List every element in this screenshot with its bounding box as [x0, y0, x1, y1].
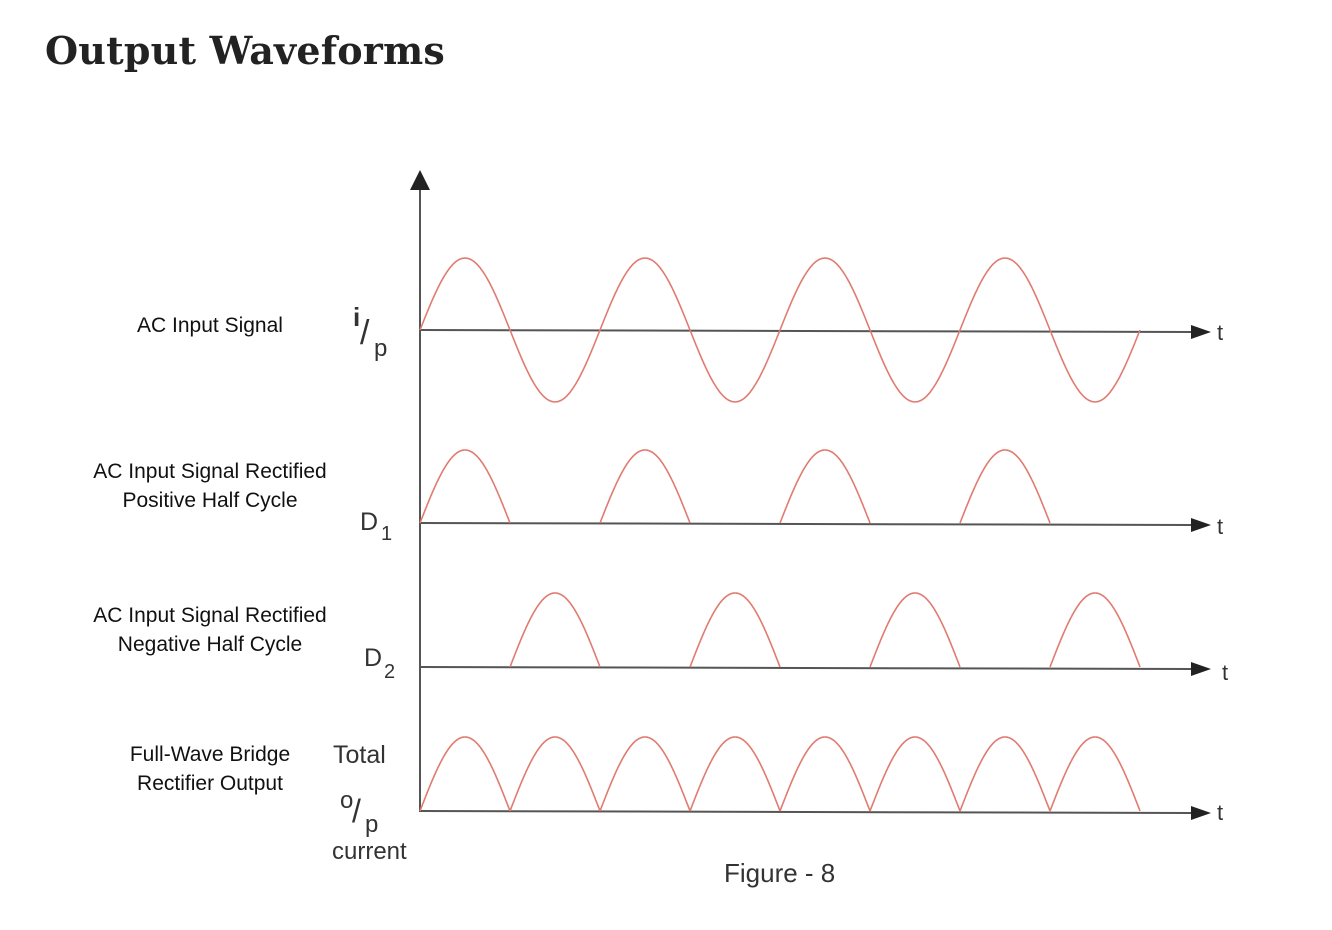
vertical-axis-arrow-icon [410, 170, 430, 190]
full-wave-hump [689, 736, 781, 812]
d2-half-cycle [1049, 592, 1141, 668]
d1-half-cycle [419, 449, 511, 524]
t-label-full-wave: t [1217, 800, 1223, 825]
full-wave-hump [959, 736, 1051, 812]
ac-input-waveform [419, 257, 1141, 403]
d2-half-cycle [689, 592, 781, 668]
t-label-negative-half: t [1222, 660, 1228, 685]
row-label-full-wave: Full-Wave Bridge Rectifier Output [80, 740, 340, 798]
d1-half-cycle [779, 449, 871, 524]
time-axis-full-wave [419, 810, 1193, 814]
ip-bottom: p [374, 335, 387, 362]
row-label-line: Positive Half Cycle [122, 489, 298, 512]
time-axis-arrow-icon [1191, 662, 1211, 676]
d1-subscript: 1 [381, 523, 392, 545]
time-axis-arrow-icon [1191, 806, 1211, 820]
row-label-line: AC Input Signal Rectified [93, 604, 327, 627]
d1-letter: D [360, 508, 378, 536]
waveforms [419, 257, 1141, 812]
d2-letter: D [364, 644, 382, 672]
time-axis-positive-half [419, 522, 1193, 526]
d1-half-cycle [599, 449, 691, 524]
row-label-line: AC Input Signal [137, 314, 283, 337]
row-label-negative-half: AC Input Signal Rectified Negative Half … [60, 601, 360, 659]
total-word: Total [333, 741, 386, 769]
d2-subscript: 2 [384, 661, 395, 683]
d2-half-cycle [509, 592, 601, 668]
current-word: current [332, 838, 407, 865]
axis-label-ip: i / p [353, 302, 387, 362]
figure-caption: Figure - 8 [724, 858, 835, 888]
time-axis-ac-input [419, 329, 1193, 333]
full-wave-hump [1049, 736, 1141, 812]
row-label-positive-half: AC Input Signal Rectified Positive Half … [60, 457, 360, 515]
row-label-line: Rectifier Output [137, 772, 283, 795]
row-label-line: Full-Wave Bridge [129, 743, 291, 766]
op-top: o [340, 787, 353, 814]
full-wave-hump [779, 736, 871, 812]
ip-top: i [353, 302, 360, 332]
full-wave-hump [869, 736, 961, 812]
axis-label-total-op-current: Total o / p current [332, 741, 407, 865]
row-label-ac-input: AC Input Signal [80, 311, 340, 340]
row-label-line: Negative Half Cycle [117, 633, 303, 656]
axis-label-d2: D 2 [364, 644, 395, 683]
op-bottom: p [365, 811, 378, 838]
time-axis-arrow-icon [1191, 325, 1211, 339]
full-wave-hump [599, 736, 691, 812]
row-label-line: AC Input Signal Rectified [93, 460, 327, 483]
time-axis-negative-half [419, 666, 1193, 670]
time-axis-arrow-icon [1191, 518, 1211, 532]
page-title: Output Waveforms [45, 28, 446, 73]
axis-label-d1: D 1 [360, 508, 392, 545]
t-label-ac-input: t [1217, 320, 1223, 345]
full-wave-hump [509, 736, 601, 812]
d2-half-cycle [869, 592, 961, 668]
d1-half-cycle [959, 449, 1051, 524]
ip-slash: / [360, 314, 370, 352]
op-slash: / [352, 793, 361, 829]
t-label-positive-half: t [1217, 514, 1223, 539]
full-wave-hump [419, 736, 511, 812]
